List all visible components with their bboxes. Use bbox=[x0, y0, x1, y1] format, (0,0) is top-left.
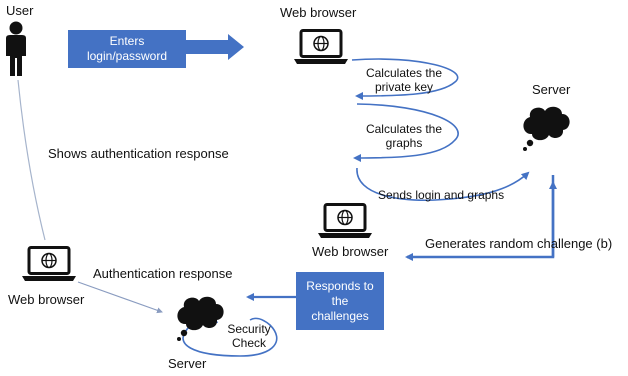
browser-mid-label: Web browser bbox=[312, 244, 389, 259]
browser-to-server-line bbox=[77, 281, 163, 314]
laptop-icon bbox=[22, 246, 76, 281]
thought-cloud-icon bbox=[523, 106, 570, 151]
enter-arrow bbox=[185, 34, 244, 60]
thought-cloud-icon bbox=[177, 296, 224, 341]
generates-challenge-label: Generates random challenge (b) bbox=[425, 236, 613, 251]
laptop-icon bbox=[294, 29, 348, 64]
enters-credentials-box: Enters login/password bbox=[68, 30, 186, 68]
send-to-server-arrow bbox=[356, 167, 530, 201]
responds-challenges-box: Responds to the challenges bbox=[296, 272, 384, 330]
server-top-label: Server bbox=[532, 82, 571, 97]
auth-response-label: Authentication response bbox=[93, 266, 233, 281]
shows-auth-response-label: Shows authentication response bbox=[48, 146, 229, 161]
user-icon bbox=[6, 21, 26, 76]
laptop-icon bbox=[318, 203, 372, 238]
calc-graphs-label: Calculates the graphs bbox=[365, 122, 443, 150]
calc-private-key-label: Calculates the private key bbox=[365, 66, 443, 94]
user-to-browser-line bbox=[17, 79, 46, 241]
browser-left-label: Web browser bbox=[8, 292, 85, 307]
loop-graphs bbox=[353, 103, 459, 162]
user-label: User bbox=[6, 3, 34, 18]
security-loop bbox=[182, 317, 278, 357]
security-check-label: Security Check bbox=[227, 322, 271, 350]
loop-private-key bbox=[351, 58, 459, 100]
server-bottom-label: Server bbox=[168, 356, 207, 371]
browser-top-label: Web browser bbox=[280, 5, 357, 20]
sends-login-graphs-label: Sends login and graphs bbox=[378, 188, 505, 202]
